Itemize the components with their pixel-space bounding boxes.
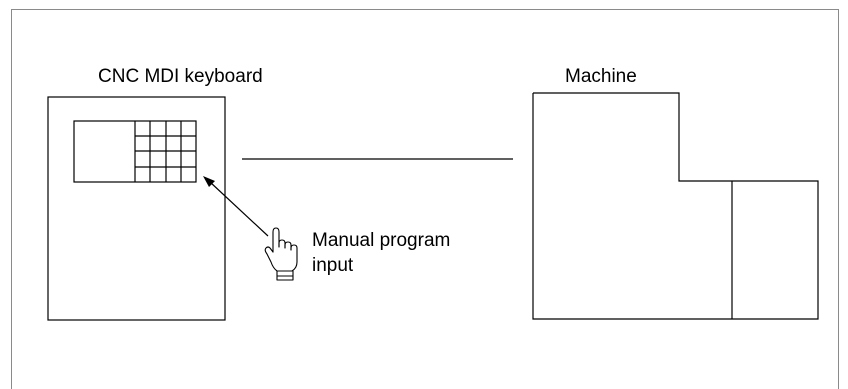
manual-input-label-line2: input (312, 255, 354, 276)
diagram-canvas: CNC MDI keyboard Machine (47, 66, 819, 321)
machine-label: Machine (565, 66, 637, 87)
keyboard-panel (47, 96, 226, 321)
manual-input-label-line1: Manual program (312, 230, 450, 251)
machine-outline (532, 92, 819, 320)
arrow-icon (203, 176, 269, 237)
figure-frame (11, 9, 839, 389)
cnc-keyboard-unit (47, 96, 226, 321)
key-grid (134, 121, 196, 182)
machine-body (532, 92, 819, 320)
pointing-hand-icon (264, 227, 298, 281)
keyboard-label: CNC MDI keyboard (98, 66, 263, 87)
